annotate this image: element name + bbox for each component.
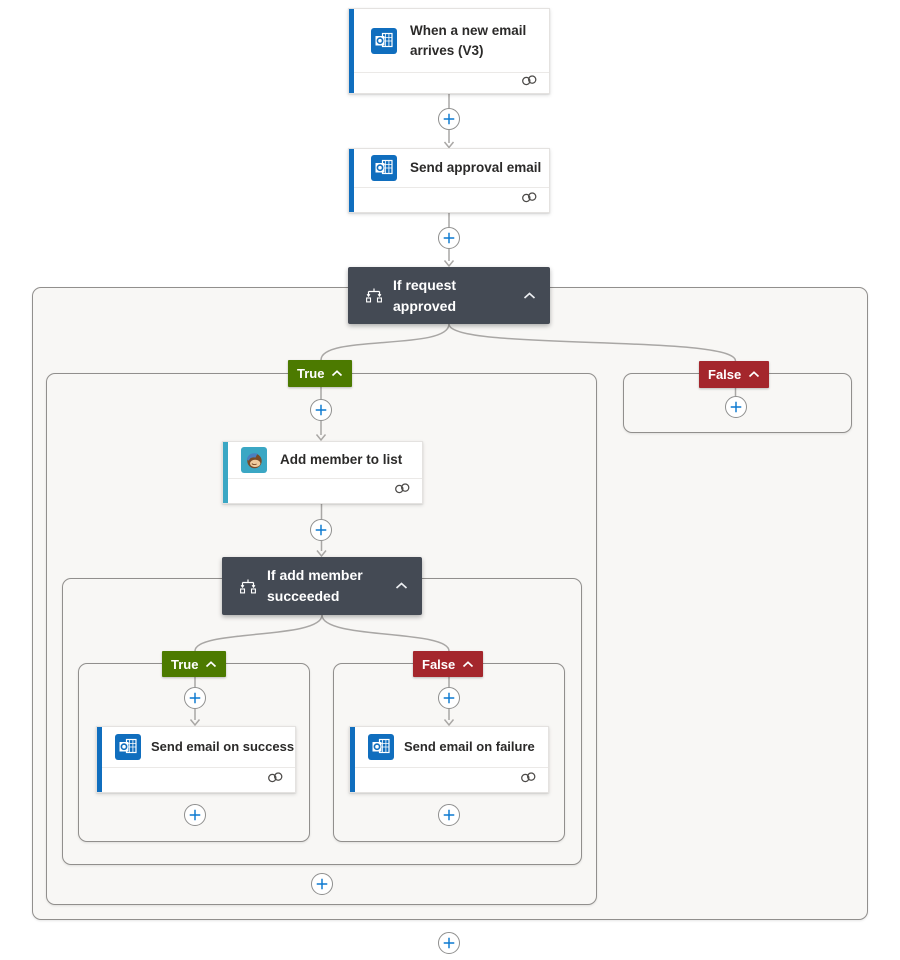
- action-card-send-success[interactable]: Send email on success: [96, 726, 296, 793]
- link-icon: [520, 771, 537, 789]
- connector-accent-bar: [350, 727, 355, 792]
- outlook-icon: [368, 734, 394, 760]
- card-title: Send email on success: [151, 739, 295, 754]
- chevron-up-icon[interactable]: [748, 371, 760, 378]
- insert-step-button-false2-top[interactable]: [438, 687, 460, 709]
- link-icon: [267, 771, 284, 789]
- connector-accent-bar: [349, 149, 354, 212]
- condition2-card[interactable]: If add member succeeded: [222, 557, 422, 615]
- chevron-up-icon[interactable]: [395, 582, 408, 590]
- action-card-send-failure[interactable]: Send email on failure: [349, 726, 549, 793]
- outlook-icon: [115, 734, 141, 760]
- condition-icon: [239, 578, 257, 595]
- card-title: Send approval email: [410, 160, 542, 175]
- insert-step-button-after-success[interactable]: [184, 804, 206, 826]
- action-card-send-approval[interactable]: Send approval email: [348, 148, 550, 213]
- chevron-up-icon[interactable]: [523, 291, 536, 300]
- outlook-icon: [371, 155, 397, 181]
- badge-label: True: [171, 656, 199, 672]
- card-title: Add member to list: [280, 452, 403, 467]
- connector-accent-bar: [349, 9, 354, 93]
- insert-step-button-after-condition1[interactable]: [438, 932, 460, 954]
- true-branch-badge[interactable]: True: [288, 360, 353, 387]
- true-branch-badge[interactable]: True: [162, 651, 227, 677]
- action-card-add-member[interactable]: Add member to list: [222, 441, 423, 504]
- condition1-card[interactable]: If request approved: [348, 267, 550, 324]
- card-title: When a new email arrives (V3): [410, 22, 527, 58]
- chevron-up-icon[interactable]: [331, 370, 343, 377]
- mailchimp-icon: [241, 447, 267, 473]
- connector-accent-bar: [97, 727, 102, 792]
- condition-title: If add member succeeded: [267, 567, 363, 604]
- link-icon: [521, 191, 538, 209]
- insert-step-button-after-approval[interactable]: [438, 227, 460, 249]
- insert-step-button-true1-top[interactable]: [310, 399, 332, 421]
- condition-icon: [365, 287, 383, 304]
- trigger-card[interactable]: When a new email arrives (V3): [348, 8, 550, 94]
- false-branch-badge[interactable]: False: [413, 651, 484, 677]
- false-branch-badge[interactable]: False: [699, 361, 770, 388]
- outlook-icon: [371, 27, 397, 54]
- badge-label: False: [708, 367, 742, 382]
- badge-label: True: [297, 366, 325, 381]
- insert-step-button-after-condition2[interactable]: [311, 873, 333, 895]
- badge-label: False: [422, 656, 456, 672]
- card-title: Send email on failure: [404, 739, 535, 754]
- link-icon: [521, 74, 538, 92]
- chevron-up-icon[interactable]: [462, 660, 474, 668]
- insert-step-button-after-add-member[interactable]: [310, 519, 332, 541]
- link-icon: [394, 482, 411, 500]
- connector-accent-bar: [223, 442, 228, 503]
- insert-step-button-after-failure[interactable]: [438, 804, 460, 826]
- insert-step-button-false1[interactable]: [725, 396, 747, 418]
- chevron-up-icon[interactable]: [205, 660, 217, 668]
- condition-title: If request approved: [393, 276, 457, 314]
- insert-step-button-true2-top[interactable]: [184, 687, 206, 709]
- insert-step-button-after-trigger[interactable]: [438, 108, 460, 130]
